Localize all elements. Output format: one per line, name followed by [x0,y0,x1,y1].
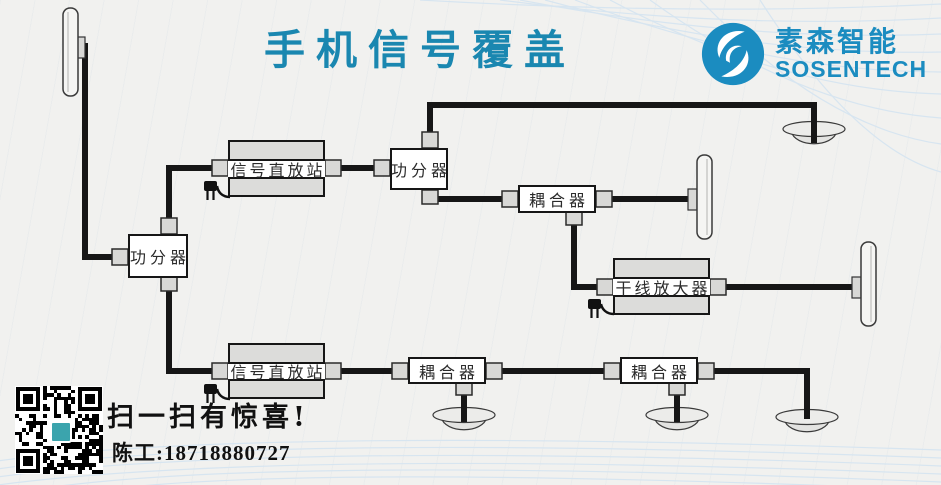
node-trunk-amplifier: 干线放大器 [613,258,710,315]
connector [668,382,686,396]
cable [166,165,219,225]
brand-name-en: SOSENTECH [775,55,928,82]
qr-finder-icon [16,387,40,411]
qr-finder-icon [78,387,102,411]
qr-caption: 扫一扫有惊喜! [107,402,309,433]
panel-antenna-2 [687,154,713,240]
node-label: 信号直放站 [230,160,326,180]
connector [211,362,229,380]
cable [82,43,119,260]
qr-center-logo-icon [50,421,72,443]
connector [565,211,583,226]
node-band: 信号直放站 [228,158,326,180]
node-power-splitter-2: 功分器 [390,148,448,190]
connector [595,190,613,208]
connector [211,159,229,177]
node-signal-repeater-1: 信号直放站 [228,140,325,197]
node-power-splitter-1: 功分器 [128,234,188,278]
connector [373,159,391,177]
connector [160,217,178,235]
node-band: 干线放大器 [613,276,711,298]
contact-phone: 陈工:18718880727 [112,441,291,465]
connector [596,278,614,296]
node-label: 耦合器 [528,191,589,210]
connector [160,276,178,292]
node-coupler-3: 耦合器 [620,357,698,384]
connector [455,382,473,396]
node-coupler-2: 耦合器 [408,357,486,384]
cable [427,102,817,143]
node-band: 信号直放站 [228,361,326,383]
qr-finder-icon [16,449,40,473]
connector [324,362,342,380]
connector [485,362,503,380]
node-label: 功分器 [130,248,191,267]
page-title: 手机信号覆盖 [264,26,576,74]
power-plug-icon [588,299,615,318]
node-label: 干线放大器 [615,278,711,298]
qr-code [15,386,103,474]
qr-modules [15,386,103,474]
power-plug-icon [204,181,231,200]
cable [707,368,810,419]
connector [697,362,715,380]
brand-logo: 素森智能 SOSENTECH [699,20,927,88]
connector [501,190,519,208]
panel-antenna-1 [62,7,86,97]
node-coupler-1: 耦合器 [518,185,596,213]
node-label: 耦合器 [630,362,691,382]
panel-antenna-3 [851,241,877,327]
brand-name-cn: 素森智能 [775,25,900,59]
cables [82,43,857,422]
connector [709,278,727,296]
cable [166,287,219,374]
connector [603,362,621,380]
connector [391,362,409,380]
connector [421,131,439,149]
cable [571,221,604,290]
node-label: 功分器 [391,161,452,180]
connector [111,248,129,266]
connector [421,189,439,205]
node-label: 耦合器 [418,362,479,382]
node-signal-repeater-2: 信号直放站 [228,343,325,399]
connector [324,159,342,177]
node-label: 信号直放站 [230,363,326,383]
sosentech-logo-icon [701,22,765,86]
